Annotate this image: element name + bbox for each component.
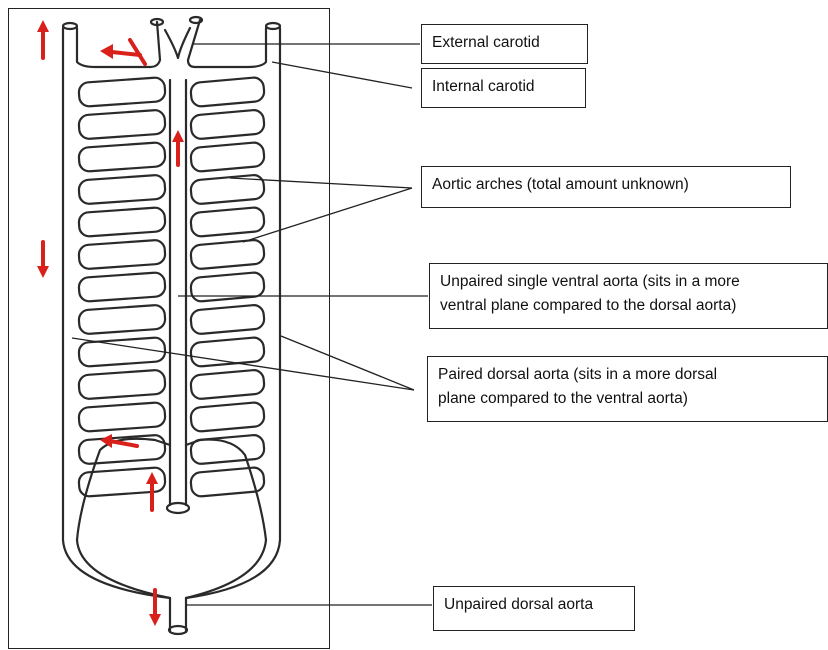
flow-arrow-down [37, 242, 49, 278]
aortic-arch-right [190, 272, 265, 302]
label-external-carotid-text: External carotid [432, 34, 540, 51]
left-internal-carotid-end [63, 23, 77, 29]
aortic-arch-left [78, 77, 165, 107]
aortic-arch-right [190, 337, 265, 367]
aortic-arch-left [78, 142, 165, 172]
label-external-carotid: External carotid [421, 24, 588, 64]
aortic-arch-right [190, 109, 265, 139]
aortic-arch-left [78, 175, 165, 205]
aortic-arch-right [190, 207, 265, 237]
aortic-arch-right [190, 304, 265, 334]
label-aortic-arches-text: Aortic arches (total amount unknown) [432, 176, 689, 193]
label-paired-dorsal-line1: Paired dorsal aorta (sits in a more dors… [438, 363, 817, 387]
aortic-arch-left [78, 272, 165, 302]
label-paired-dorsal-aorta: Paired dorsal aorta (sits in a more dors… [427, 356, 828, 422]
flow-arrow-up-left [100, 40, 145, 64]
aortic-arch-left [78, 305, 165, 335]
ventral-aorta-end [167, 503, 189, 513]
label-internal-carotid-text: Internal carotid [432, 78, 535, 95]
leader-paired-dorsal-b [281, 336, 414, 390]
aortic-arch-right [190, 77, 265, 107]
label-unpaired-dorsal-aorta: Unpaired dorsal aorta [433, 586, 635, 631]
unpaired-dorsal-aorta-end [169, 626, 187, 634]
leader-internal-carotid [272, 62, 412, 88]
external-carotid-split [165, 28, 190, 58]
aortic-arch-right [190, 142, 265, 172]
aortic-arch-left [78, 370, 165, 400]
left-dorsal-aorta-inner [77, 22, 160, 67]
aortic-arch-right [190, 402, 265, 432]
aortic-arch-right [190, 369, 265, 399]
aortic-arch-right [190, 434, 265, 464]
label-internal-carotid: Internal carotid [421, 68, 586, 108]
flow-arrows [37, 20, 184, 626]
label-ventral-aorta-line1: Unpaired single ventral aorta (sits in a… [440, 270, 817, 294]
leader-lines [72, 44, 432, 605]
label-ventral-aorta-line2: ventral plane compared to the dorsal aor… [440, 294, 817, 318]
leader-aortic-arches-a [230, 178, 412, 188]
aortic-arches-right [190, 77, 265, 497]
label-aortic-arches: Aortic arches (total amount unknown) [421, 166, 791, 208]
flow-arrow-up [37, 20, 49, 58]
aortic-arch-right [190, 239, 265, 269]
leader-aortic-arches-b [243, 188, 412, 242]
label-ventral-aorta: Unpaired single ventral aorta (sits in a… [429, 263, 828, 329]
aortic-arches-left [78, 77, 165, 497]
flow-arrow-up [172, 130, 184, 165]
vessel-network [63, 17, 280, 634]
aortic-arch-left [78, 240, 165, 270]
posterior-loop [77, 439, 170, 540]
aortic-arch-left [78, 207, 165, 237]
label-paired-dorsal-line2: plane compared to the ventral aorta) [438, 387, 817, 411]
right-internal-carotid-end [266, 23, 280, 29]
aortic-arch-left [78, 402, 165, 432]
label-unpaired-dorsal-text: Unpaired dorsal aorta [444, 596, 593, 613]
posterior-loop-right [186, 440, 266, 540]
aortic-arch-left [78, 110, 165, 140]
